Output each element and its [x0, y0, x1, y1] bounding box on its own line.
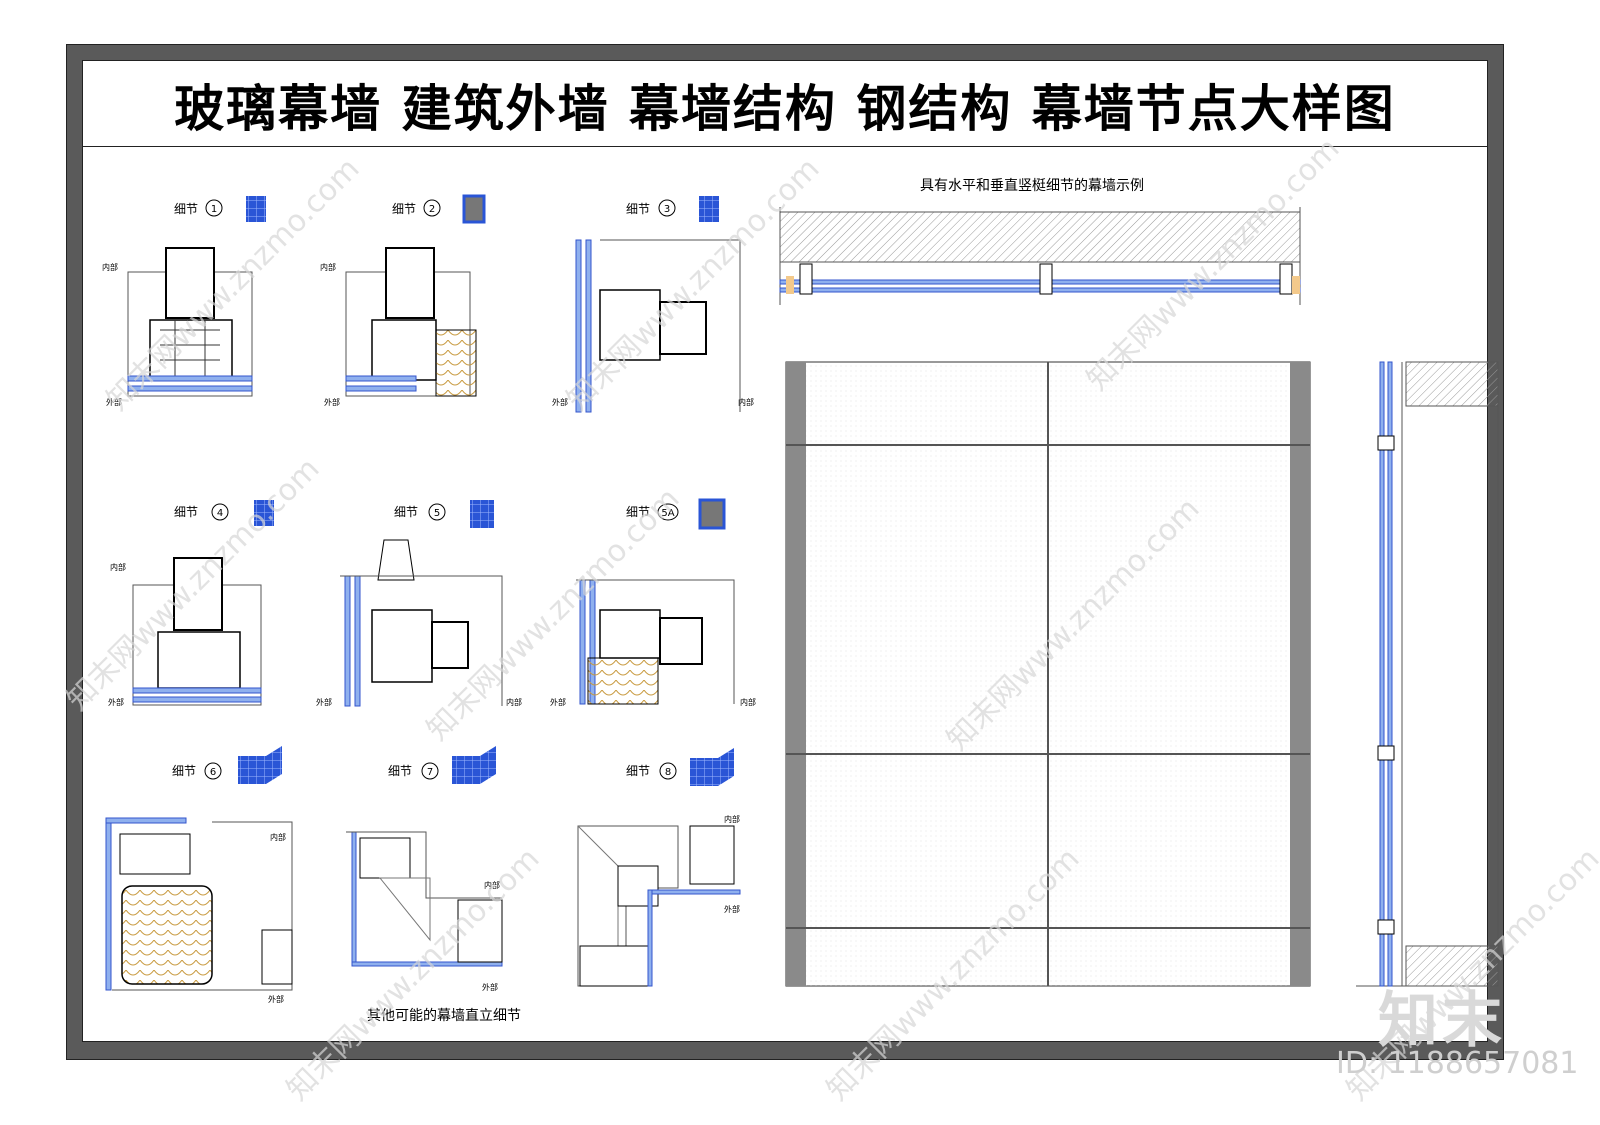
inside-label: 内部 [320, 262, 336, 272]
detail-4-label: 细节 [174, 505, 198, 519]
detail-5a-number: 5A [661, 508, 674, 519]
inside-label: 内部 [270, 832, 286, 842]
inside-label: 内部 [102, 262, 118, 272]
detail-6: 细节 6 内部 外部 [105, 746, 293, 1004]
detail-7-number: 7 [427, 767, 433, 778]
outside-label: 外部 [552, 397, 568, 407]
outside-label: 外部 [724, 904, 740, 914]
detail-4-number: 4 [217, 508, 223, 519]
detail-1-key-icon [246, 196, 266, 222]
outside-label: 外部 [106, 397, 122, 407]
detail-8: 细节 8 内部 外部 [577, 748, 741, 987]
vertical-section [1356, 361, 1499, 987]
inside-label: 内部 [484, 880, 500, 890]
detail-1: 细节 1 内部 外部 [102, 196, 266, 407]
detail-5-number: 5 [434, 508, 440, 519]
detail-8-number: 8 [665, 767, 671, 778]
detail-2-number: 2 [429, 204, 435, 215]
inside-label: 内部 [506, 697, 522, 707]
detail-5a-key-icon [698, 498, 726, 530]
site-logo: 知末 [1378, 986, 1506, 1056]
detail-4: 细节 4 内部 外部 [108, 500, 274, 707]
detail-2-key-icon [462, 194, 486, 224]
detail-5-key-icon [470, 500, 494, 528]
detail-3: 细节 3 外部 内部 [552, 196, 754, 413]
detail-7: 细节 7 内部 外部 [346, 746, 503, 992]
detail-6-number: 6 [210, 767, 216, 778]
detail-2-label: 细节 [392, 202, 416, 216]
detail-2: 细节 2 内部 外部 [320, 194, 486, 407]
curtain-wall-elevation [785, 361, 1311, 987]
horizontal-section [779, 207, 1301, 305]
detail-1-number: 1 [211, 204, 217, 215]
detail-3-number: 3 [664, 204, 670, 215]
detail-4-key-icon [254, 500, 274, 526]
outside-label: 外部 [482, 982, 498, 992]
outside-label: 外部 [324, 397, 340, 407]
outside-label: 外部 [316, 697, 332, 707]
detail-1-label: 细节 [174, 202, 198, 216]
title-bar: 玻璃幕墙 建筑外墙 幕墙结构 钢结构 幕墙节点大样图 [83, 61, 1487, 147]
outside-label: 外部 [550, 697, 566, 707]
image-id: ID: 1188657081 [1336, 1046, 1579, 1081]
detail-3-label: 细节 [626, 202, 650, 216]
detail-5-label: 细节 [394, 505, 418, 519]
right-top-caption: 具有水平和垂直竖梃细节的幕墙示例 [920, 177, 1144, 194]
detail-5: 细节 5 外部 内部 [316, 500, 522, 707]
inside-label: 内部 [740, 697, 756, 707]
detail-7-key-icon [452, 746, 496, 784]
outside-label: 外部 [268, 994, 284, 1004]
detail-5a-label: 细节 [626, 505, 650, 519]
detail-6-label: 细节 [172, 764, 196, 778]
detail-8-key-icon [690, 748, 734, 786]
detail-6-key-icon [238, 746, 282, 784]
inside-label: 内部 [110, 562, 126, 572]
detail-8-label: 细节 [626, 764, 650, 778]
outside-label: 外部 [108, 697, 124, 707]
inside-label: 内部 [724, 814, 740, 824]
detail-5a: 细节 5A 外部 内部 [550, 498, 756, 707]
detail-3-key-icon [699, 196, 719, 222]
bottom-caption: 其他可能的幕墙直立细节 [367, 1007, 521, 1024]
inside-label: 内部 [738, 397, 754, 407]
detail-7-label: 细节 [388, 764, 412, 778]
page-title: 玻璃幕墙 建筑外墙 幕墙结构 钢结构 幕墙节点大样图 [174, 80, 1396, 138]
